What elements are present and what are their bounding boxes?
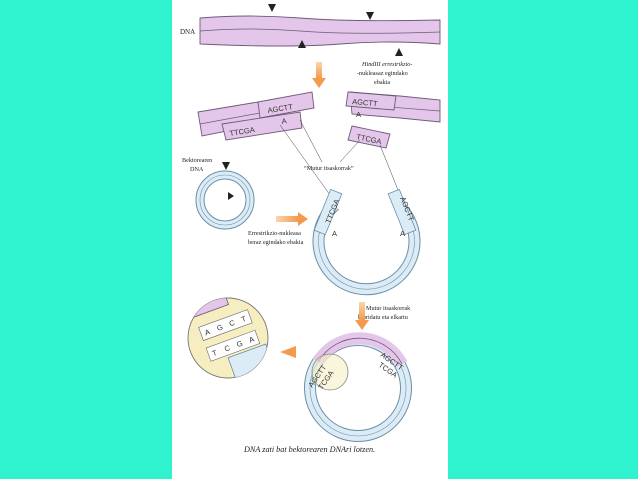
sequence-mid-right-a: A [356,110,361,119]
cut-site-marker-icon [298,40,306,48]
hybrid-label-line2: hibridatu eta elkartu [358,314,408,321]
process-arrow-head-icon [312,78,326,88]
pointer-line [379,144,401,196]
sequence-ring-right-a: A [400,229,405,238]
zoom-base-bottom-4: A [248,334,256,344]
enzyme-label-line2: -nukleasaz egindako [357,70,408,77]
zoom-base-bottom-1: T [211,348,219,358]
sticky-ends-label: “Mutur itsaskorrak” [304,165,354,172]
sticky-end-ring-right [387,188,417,236]
dna-strand-top [199,15,441,47]
cut-label-line1: Errestrikzio-nukleasa [248,230,301,237]
zoom-base-top-2: G [216,322,225,333]
inserted-dna-midline [317,337,403,365]
sequence-ring-left-a: A [332,229,337,238]
dna-label: DNA [180,28,195,36]
fragment-center-line [199,112,261,125]
cut-site-marker-icon [268,4,276,12]
cut-site-marker-icon [366,12,374,20]
zoom-base-top-1: A [203,327,211,337]
sequence-top-mid: AGCTT [267,102,294,115]
ligation-highlight-circle [311,353,349,391]
cut-site-marker-icon [222,162,230,170]
enzyme-label-line1: HindIII errestrikzio- [361,61,412,68]
process-arrow-icon [359,302,365,320]
zoom-base-bottom-2: C [223,343,232,354]
cut-site-marker-icon [395,48,403,56]
pointer-line [339,139,361,163]
sequence-bottom-left: TTCGA [229,125,256,138]
pointer-line [279,124,331,196]
process-arrow-head-icon [355,320,369,330]
zoom-pointer-arrow-icon [280,346,296,358]
sticky-end-ring-left [313,188,343,236]
zoom-base-top-4: T [240,314,248,324]
zoom-base-top-3: C [228,318,237,329]
dna-strand-center-line [199,28,441,34]
cut-label-line2: beraz egindako ebakia [248,239,304,246]
vector-label-line2: DNA [190,166,204,173]
vector-label-line1: Bektorearen [182,157,212,164]
opened-plasmid-midline [318,204,415,290]
pointer-line [299,119,323,163]
zoom-base-bottom-3: G [235,339,244,350]
sticky-end-bottom-right [347,125,391,149]
figure-caption: DNA zati bat bektorearen DNAri lotzen. [243,445,375,454]
process-arrow-head-icon [298,212,308,226]
cut-site-marker-icon [228,192,234,200]
sticky-end-top-left [257,91,315,119]
enzyme-label-line3: ebakia [374,79,390,86]
sequence-top-right: AGCTT [352,97,379,108]
sticky-end-bottom-left [221,111,303,141]
vector-plasmid-midline [199,174,251,226]
process-arrow-icon [316,62,322,78]
process-arrow-icon [276,216,298,222]
hybrid-label-line1: Mutur itsaskorrak [366,305,411,312]
sequence-bottom-mid: A [281,116,287,126]
sticky-end-top-right [345,91,397,111]
